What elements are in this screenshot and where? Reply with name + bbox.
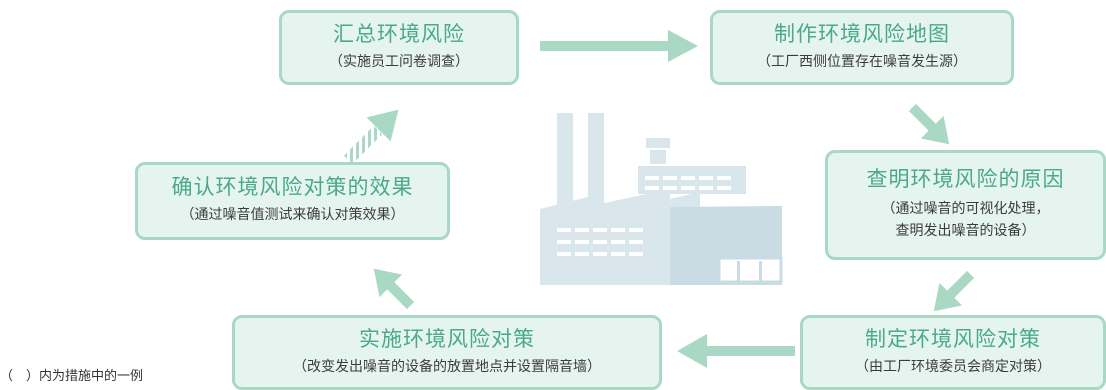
arrow-down-right: [908, 103, 950, 145]
step-box-collect-risks: 汇总环境风险 （实施员工问卷调查）: [279, 10, 519, 85]
step-title: 制作环境风险地图: [774, 22, 950, 46]
step-box-confirm-effect: 确认环境风险对策的效果 （通过噪音值测试来确认对策效果）: [135, 162, 450, 240]
step-subtitle: （实施员工问卷调查）: [329, 54, 469, 70]
arrow-up-right-dashed: [343, 109, 399, 165]
step-box-risk-map: 制作环境风险地图 （工厂西侧位置存在噪音发生源）: [710, 10, 1014, 85]
step-subtitle: （工厂西侧位置存在噪音发生源）: [757, 54, 967, 70]
step-box-find-causes: 查明环境风险的原因 （通过噪音的可视化处理， 查明发出噪音的设备）: [825, 150, 1106, 260]
step-box-implement-measures: 实施环境风险对策 （改变发出噪音的设备的放置地点并设置隔音墙）: [232, 315, 662, 390]
step-subtitle: （改变发出噪音的设备的放置地点并设置隔音墙）: [293, 359, 601, 375]
arrow-right-top: [540, 30, 698, 62]
step-title: 实施环境风险对策: [359, 327, 535, 351]
step-title: 汇总环境风险: [333, 22, 465, 46]
step-title: 确认环境风险对策的效果: [171, 175, 414, 199]
arrow-left-bottom: [677, 334, 795, 368]
step-subtitle-line2: 查明发出噪音的设备）: [895, 223, 1036, 239]
step-subtitle-line1: （通过噪音的可视化处理，: [881, 201, 1050, 217]
step-title: 查明环境风险的原因: [866, 167, 1065, 191]
factory-illustration: [540, 113, 783, 285]
arrow-up-left: [373, 268, 415, 310]
step-subtitle: （通过噪音值测试来确认对策效果）: [180, 207, 405, 223]
footnote: （ ）内为措施中的一例: [0, 369, 144, 384]
step-title: 制定环境风险对策: [865, 327, 1041, 351]
step-subtitle: （由工厂环境委员会商定对策）: [855, 359, 1051, 375]
arrow-down-left: [933, 270, 975, 312]
step-box-define-measures: 制定环境风险对策 （由工厂环境委员会商定对策）: [800, 315, 1106, 390]
